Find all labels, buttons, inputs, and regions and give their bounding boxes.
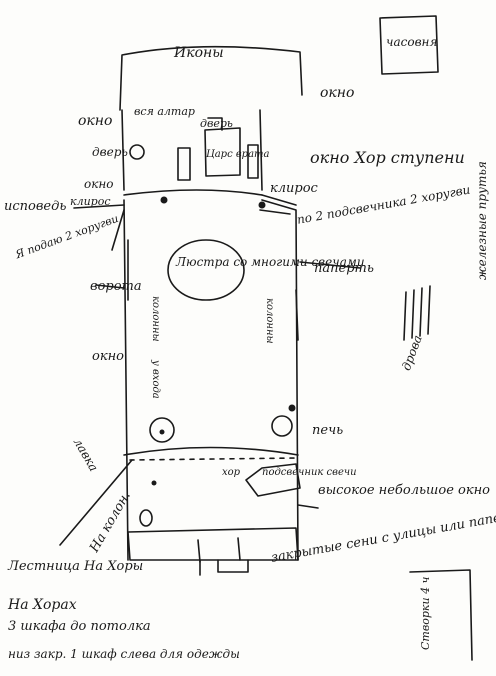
left-circle-low: [139, 509, 153, 527]
pillar-right-1: [295, 289, 299, 341]
door-left-label: дверь: [92, 145, 128, 159]
columns-left-label: колонны: [150, 296, 161, 342]
nave-right-wall: [261, 199, 299, 561]
choir-box: [245, 463, 301, 497]
tables-label: дверь: [200, 117, 233, 130]
kliros-right-label: клирос: [270, 181, 318, 196]
whole-altar-label: вся алтар: [134, 105, 195, 118]
right-corner-box: [409, 569, 473, 661]
royal-doors-label: Царс врата: [206, 149, 270, 160]
bottom-step-right: [237, 537, 241, 561]
bottom-outline: [127, 527, 299, 561]
nave-right-jog: [261, 194, 297, 206]
ladder-diagonal: [59, 459, 133, 546]
confession-label: исповедь: [4, 199, 67, 214]
candle-dot-right: [258, 201, 266, 209]
porch-dashes: [129, 457, 297, 461]
nave-left-wall: [123, 199, 129, 561]
ladder-to-choir-label: Лестница На Хоры: [8, 559, 144, 574]
royal-door: [204, 127, 241, 177]
stove-circle-right: [271, 415, 293, 437]
near-altar-label: у входа: [150, 360, 161, 399]
iron-bars: [403, 285, 431, 341]
right-kliros: [259, 209, 291, 215]
left-arrow-1: [73, 204, 125, 209]
left-arrow-2: [95, 284, 125, 289]
window-left-label: окно: [78, 113, 113, 129]
chandelier-label: Люстра со многими свечами: [176, 255, 365, 269]
cabinets-label: 3 шкафа до потолка: [8, 619, 151, 634]
window-mid-label: окно: [92, 349, 124, 364]
right-arrow-2: [297, 504, 319, 509]
porch-line: [123, 446, 299, 456]
closed-cabinet-label: низ закр. 1 шкаф слева для одежды: [8, 647, 240, 661]
stove-label: печь: [312, 423, 344, 438]
chandelier-circle: [167, 239, 245, 301]
candle-box-label: подсвечник свечи: [262, 467, 357, 478]
kliros-left-label: клирос: [70, 195, 111, 208]
stove-dot: [288, 404, 296, 412]
choir-below-label: хор: [222, 467, 241, 478]
stove-circle-left: [149, 417, 175, 443]
solea-line: [123, 189, 263, 196]
top-door: [207, 117, 223, 131]
gates-label: ворота: [90, 279, 142, 294]
window-top-right-label: окно: [320, 85, 355, 101]
bottom-bracket: [217, 559, 249, 573]
altar-right-wall: [259, 109, 263, 191]
on-choirs-label: На Хорах: [8, 597, 77, 613]
columns-right-label: колонны: [264, 298, 275, 344]
candle-dot-left: [160, 196, 168, 204]
stove-dot-inner: [159, 429, 165, 435]
iconostasis-label: Иконы: [174, 45, 224, 61]
choir-steps-label: окно Хор ступени: [310, 148, 465, 167]
corner-notes-label: Створки 4 ч: [419, 576, 432, 650]
high-window-label: высокое небольшое окно: [318, 483, 490, 498]
bottom-step-left: [197, 539, 201, 563]
iron-gates-label: железные прутья: [475, 161, 489, 280]
left-circle-small: [129, 144, 145, 160]
window-ledge-label: окно: [84, 177, 114, 191]
right-table: [247, 144, 259, 179]
altar-outline: [119, 45, 303, 111]
left-table: [177, 147, 191, 181]
left-kliros: [111, 209, 125, 251]
altar-left-wall: [121, 109, 125, 191]
porch-label: паперть: [314, 261, 374, 276]
clock-label: часовня: [386, 35, 438, 49]
right-arrow-1: [299, 261, 361, 269]
clock-box: [379, 15, 439, 75]
bottom-dot: [151, 480, 157, 486]
